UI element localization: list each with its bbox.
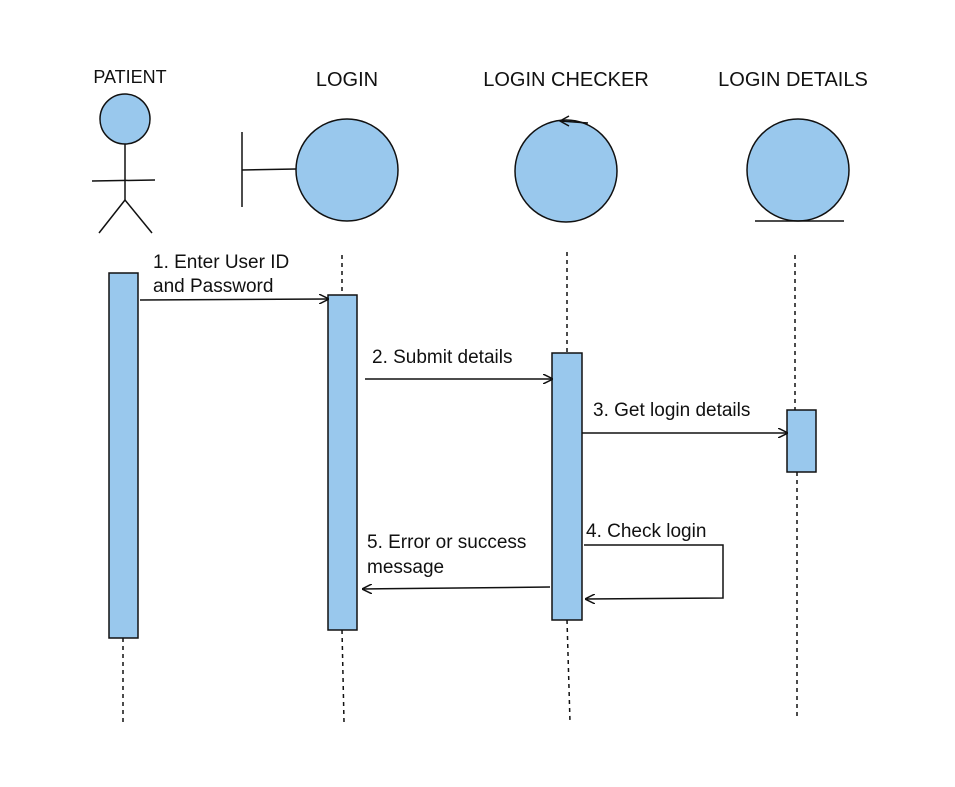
message-label-5-line-2: message [367, 557, 444, 578]
activation-bar-login [327, 294, 358, 631]
message-label-2: 2. Submit details [372, 347, 512, 368]
lifeline-login-checker-lower [566, 619, 571, 723]
activation-bar-patient [108, 272, 139, 639]
participant-label-login-checker: LOGIN CHECKER [483, 69, 649, 91]
message-arrow-1 [139, 299, 328, 300]
message-label-1-line-2: and Password [153, 276, 273, 297]
actor-icon [91, 93, 156, 234]
activation-bar-login-checker [551, 352, 583, 621]
control-icon [514, 115, 618, 223]
lifeline-login-lower [341, 629, 345, 723]
message-label-4: 4. Check login [586, 521, 706, 542]
message-label-1-line-1: 1. Enter User ID [153, 252, 289, 273]
message-label-5-line-1: 5. Error or success [367, 532, 526, 553]
boundary-icon [241, 118, 399, 222]
participant-label-patient: PATIENT [93, 67, 166, 87]
activation-bar-login-details [786, 409, 817, 473]
message-arrow-5 [363, 587, 551, 589]
participant-label-login: LOGIN [316, 69, 378, 91]
message-label-3: 3. Get login details [593, 400, 750, 421]
entity-icon [746, 118, 850, 222]
message-arrow-4 [584, 544, 724, 599]
participant-label-login-details: LOGIN DETAILS [718, 69, 868, 91]
